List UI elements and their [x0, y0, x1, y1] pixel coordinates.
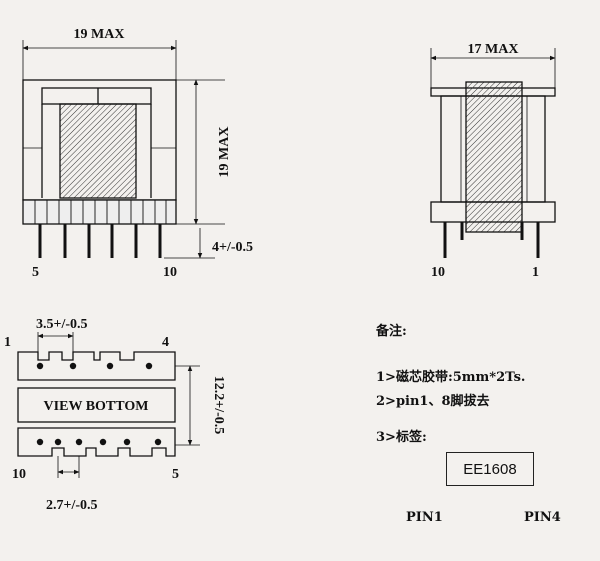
front-pins [38, 224, 162, 258]
front-pin-5-label: 5 [32, 265, 39, 280]
side-width-dim: 17 MAX [468, 42, 519, 57]
bottom-pin-1-label: 1 [4, 335, 11, 350]
bottom-top-pins [36, 362, 153, 370]
bottom-row-spacing-dim: 12.2+/-0.5 [211, 376, 226, 435]
front-width-dim: 19 MAX [74, 27, 125, 42]
label-pin1-text: PIN1 [406, 510, 443, 525]
bottom-pitch-bottom-dim: 2.7+/-0.5 [46, 498, 98, 513]
front-pin-10-label: 10 [163, 265, 177, 280]
side-pin-10-label: 10 [431, 265, 445, 280]
bottom-bottom-pins [36, 438, 162, 446]
front-height-dim: 19 MAX [217, 127, 232, 178]
side-pins [443, 222, 540, 258]
note-item-1: 1>磁芯胶带:5mm*2Ts. [376, 370, 526, 385]
pin-length-dim: 4+/-0.5 [212, 240, 253, 255]
product-label-box: EE1608 [446, 452, 534, 486]
label-pin4-text: PIN4 [524, 510, 561, 525]
bottom-pin-5-label: 5 [172, 467, 179, 482]
bottom-pitch-top-dim: 3.5+/-0.5 [36, 317, 88, 332]
note-item-2: 2>pin1、8脚拔去 [376, 394, 490, 409]
bottom-view [17, 332, 200, 478]
side-view [430, 48, 556, 258]
bottom-pin-4-label: 4 [162, 335, 169, 350]
product-label-text: EE1608 [463, 460, 517, 478]
front-base-ribs [34, 200, 167, 224]
view-bottom-label: VIEW BOTTOM [44, 399, 149, 414]
note-item-3: 3>标签: [376, 430, 427, 445]
side-pin-1-label: 1 [532, 265, 539, 280]
notes-heading: 备注: [376, 324, 407, 339]
front-view [22, 40, 225, 259]
bottom-pin-10-label: 10 [12, 467, 26, 482]
